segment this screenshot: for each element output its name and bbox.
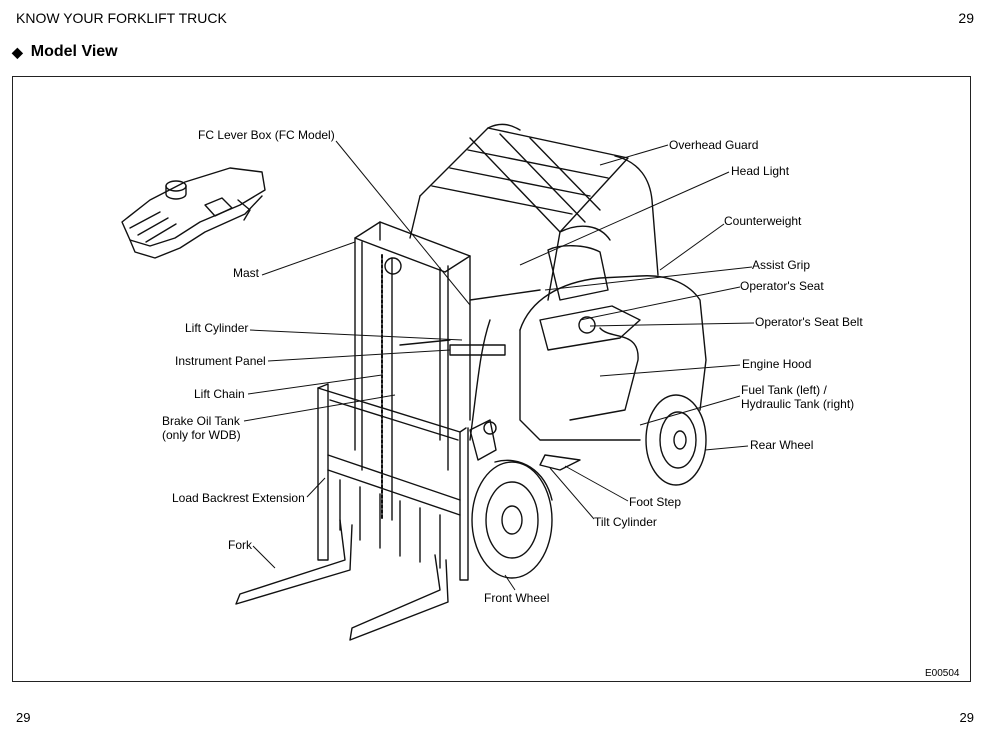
front-wheel-drawing [471, 459, 553, 579]
label-foot-step: Foot Step [629, 495, 682, 509]
label-engine-hood: Engine Hood [742, 357, 812, 371]
label-fc-lever-box: FC Lever Box (FC Model) [198, 128, 335, 142]
label-brake-oil-tank-note: (only for WDB) [162, 428, 241, 442]
label-brake-oil-tank: Brake Oil Tank [162, 414, 240, 428]
rear-wheel-drawing [645, 394, 707, 486]
figure-code: E00504 [925, 668, 960, 679]
label-fuel-tank: Fuel Tank (left) / [741, 383, 827, 397]
label-lift-chain: Lift Chain [194, 387, 245, 401]
label-assist-grip: Assist Grip [752, 258, 811, 272]
label-operators-seat-belt: Operator's Seat Belt [755, 315, 863, 329]
label-operators-seat: Operator's Seat [740, 279, 824, 293]
truck-body-drawing [399, 245, 707, 471]
label-rear-wheel: Rear Wheel [750, 438, 814, 452]
label-load-backrest-extension: Load Backrest Extension [172, 491, 305, 505]
mast-drawing [354, 221, 471, 521]
label-hydraulic-tank: Hydraulic Tank (right) [741, 397, 855, 411]
section-heading: ◆ Model View [12, 43, 118, 61]
label-lift-cylinder: Lift Cylinder [185, 321, 249, 335]
page-header-number: 29 [958, 10, 974, 26]
label-tilt-cylinder: Tilt Cylinder [594, 515, 657, 529]
label-fork: Fork [228, 538, 252, 552]
overhead-guard-drawing [409, 123, 659, 301]
label-overhead-guard: Overhead Guard [669, 138, 759, 152]
page-header-title: KNOW YOUR FORKLIFT TRUCK [16, 10, 227, 26]
figure-frame [12, 76, 971, 682]
load-backrest-drawing [317, 383, 469, 581]
label-front-wheel: Front Wheel [484, 591, 550, 605]
diamond-bullet-icon: ◆ [12, 43, 23, 60]
fc-lever-box-drawing [121, 167, 266, 259]
label-instrument-panel: Instrument Panel [175, 354, 266, 368]
footer-page-left: 29 [16, 710, 31, 725]
section-title: Model View [30, 43, 118, 60]
forks-drawing [235, 519, 449, 641]
label-counterweight: Counterweight [724, 214, 802, 228]
label-head-light: Head Light [731, 164, 790, 178]
footer-page-right: 29 [959, 710, 974, 725]
label-mast: Mast [233, 266, 260, 280]
